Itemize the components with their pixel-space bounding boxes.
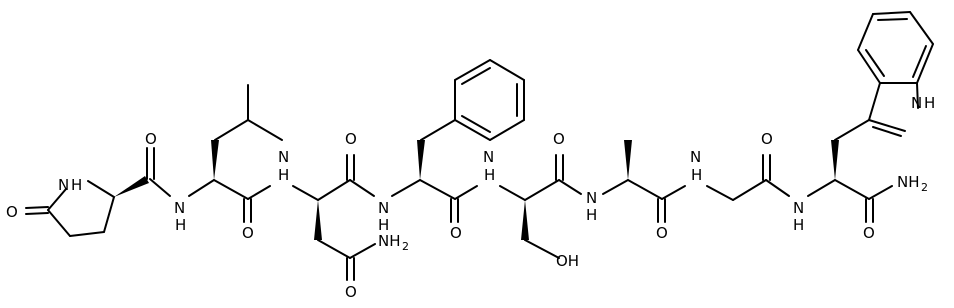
- stereo-wedges: [114, 140, 839, 240]
- atom-n-ring: N: [58, 176, 69, 194]
- atom-o-term: O: [863, 224, 875, 242]
- atom-o-3: O: [345, 130, 357, 148]
- atom-nh2-term-sub: 2: [921, 181, 928, 194]
- atom-nh2-asn: NH: [378, 232, 401, 250]
- atom-o-lactam: O: [6, 203, 18, 221]
- atom-h-2: H: [278, 166, 289, 184]
- atom-nh2-term: NH: [897, 173, 920, 191]
- atom-o-asn: O: [345, 283, 357, 301]
- atom-n-3: N: [378, 199, 389, 217]
- atom-labels: O N H O N H O N H O NH 2 O N H O N H O O…: [6, 94, 935, 301]
- atom-h-7: H: [793, 216, 804, 234]
- atom-nh2-asn-sub: 2: [402, 240, 409, 253]
- atom-h-3: H: [378, 216, 389, 234]
- atom-o-2: O: [242, 224, 254, 242]
- atom-n-4: N: [483, 148, 494, 166]
- atom-h-ring: H: [71, 176, 82, 194]
- atom-h-1: H: [175, 216, 186, 234]
- atom-oh-ser: OH: [556, 252, 579, 270]
- atom-n-indole: N: [911, 94, 922, 112]
- atom-o-5: O: [553, 130, 565, 148]
- bond-lines: [25, 11, 934, 281]
- atom-n-1: N: [174, 199, 185, 217]
- atom-n-2: N: [278, 148, 289, 166]
- atom-o-6: O: [656, 224, 668, 242]
- atom-n-6: N: [690, 148, 701, 166]
- atom-n-5: N: [586, 189, 597, 207]
- atom-h-4: H: [484, 166, 495, 184]
- atom-h-6: H: [691, 166, 702, 184]
- atom-h-indole: H: [924, 94, 935, 112]
- atom-o-7: O: [761, 130, 773, 148]
- atom-o-4: O: [450, 224, 462, 242]
- atom-o-1: O: [145, 130, 157, 148]
- atom-h-5: H: [586, 206, 597, 224]
- atom-n-7: N: [793, 199, 804, 217]
